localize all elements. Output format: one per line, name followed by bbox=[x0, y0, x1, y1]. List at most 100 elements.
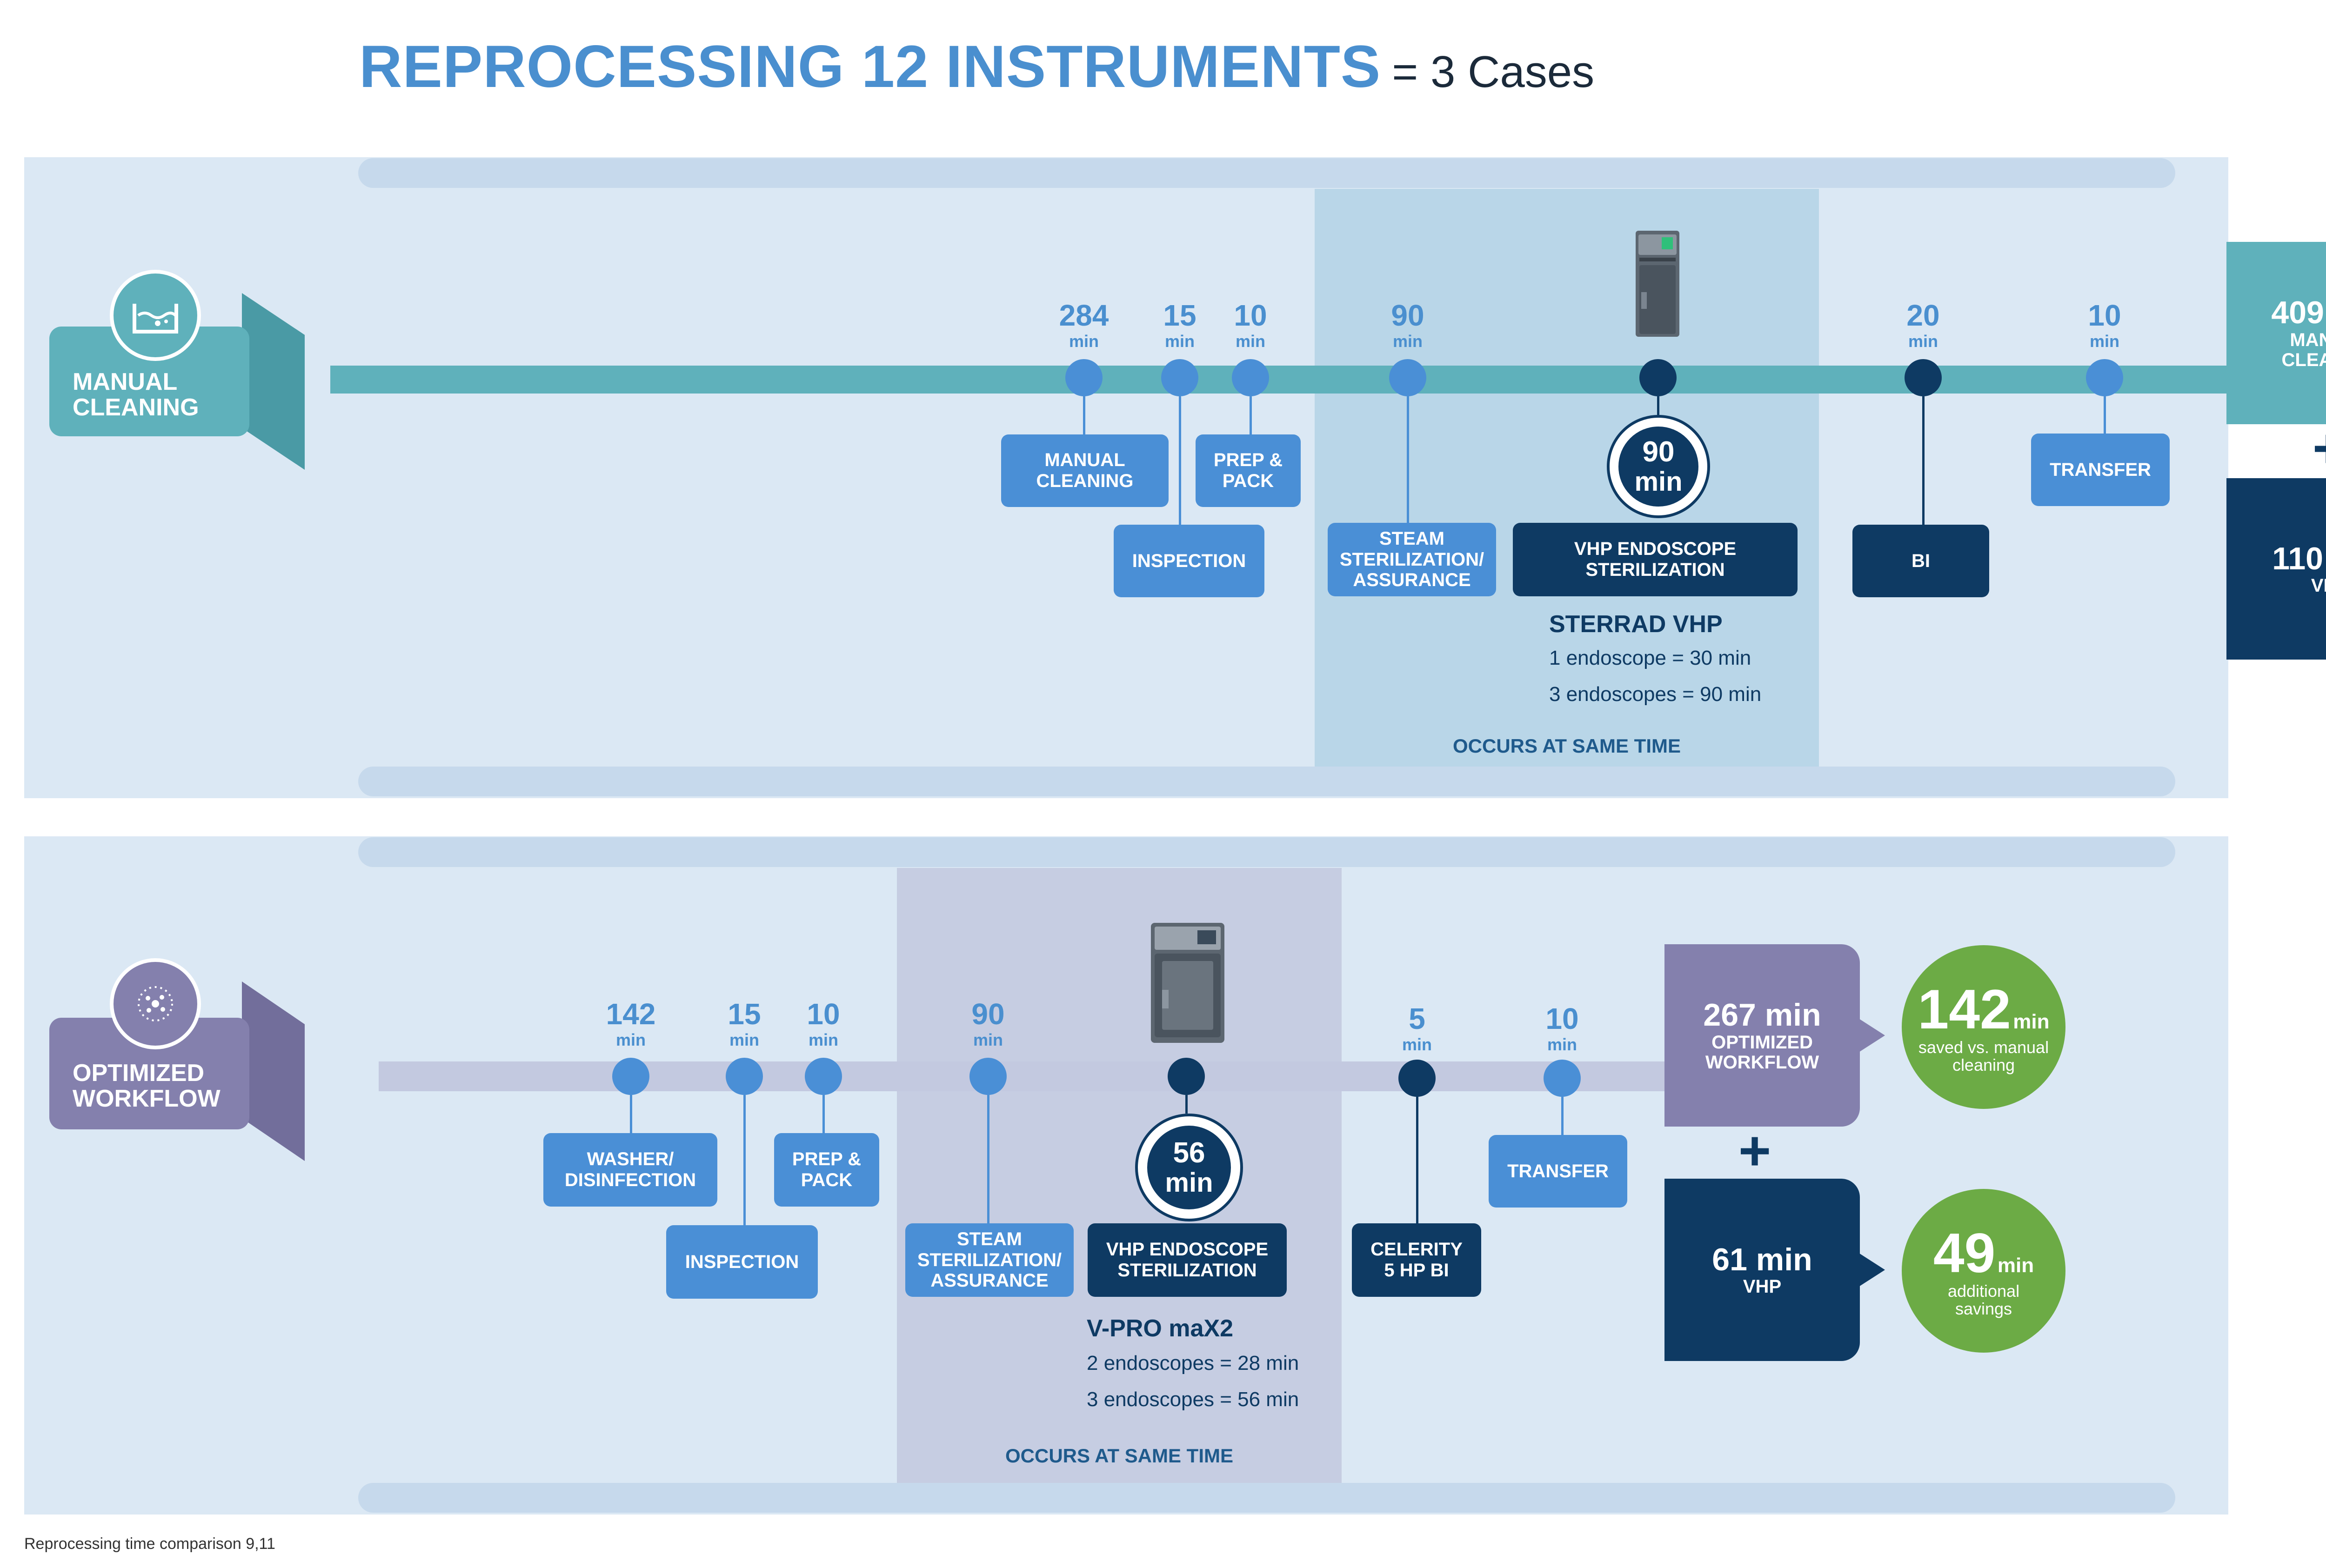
savings-vs-manual-value: 142 bbox=[1918, 978, 2011, 1041]
manual-step-3-dot bbox=[1232, 359, 1269, 396]
manual-step-5-box: VHP ENDOSCOPE STERILIZATION bbox=[1513, 523, 1798, 596]
optimized-vhp-ring-value: 56 bbox=[1173, 1136, 1205, 1169]
manual-side-label: MANUAL CLEANING bbox=[73, 368, 199, 421]
optimized-step-2-connector bbox=[743, 1095, 746, 1227]
optimized-step-6-dot bbox=[1398, 1060, 1436, 1097]
manual-step-4-box: STEAM STERILIZATION/ ASSURANCE bbox=[1328, 523, 1496, 596]
optimized-summary-total-label: OPTIMIZED WORKFLOW bbox=[1705, 1032, 1819, 1073]
optimized-step-6-box: CELERITY 5 HP BI bbox=[1352, 1223, 1481, 1297]
manual-step-5-connector bbox=[1657, 396, 1659, 415]
manual-step-2-box: INSPECTION bbox=[1114, 525, 1264, 597]
optimized-step-4-dot bbox=[969, 1058, 1007, 1095]
manual-device-name: STERRAD VHP bbox=[1549, 611, 1723, 638]
optimized-side-label: OPTIMIZED WORKFLOW bbox=[73, 1060, 221, 1112]
manual-track bbox=[330, 366, 2228, 394]
manual-step-3-box: PREP & PACK bbox=[1196, 434, 1301, 507]
manual-step-6-box: BI bbox=[1852, 525, 1989, 597]
manual-step-4-dot bbox=[1389, 359, 1426, 396]
optimized-summary-vhp: 61 min VHP bbox=[1664, 1179, 1860, 1361]
optimized-device-line-2: 3 endoscopes = 56 min bbox=[1087, 1388, 1299, 1411]
optimized-vhp-pointer bbox=[1859, 1253, 1885, 1287]
manual-vhp-ring-unit: min bbox=[1634, 467, 1683, 497]
optimized-step-7-dot bbox=[1544, 1060, 1581, 1097]
optimized-step-4-connector bbox=[987, 1095, 989, 1225]
manual-vhp-ring-value: 90 bbox=[1642, 436, 1675, 468]
manual-plus-sign: + bbox=[2301, 420, 2326, 476]
optimized-device-name: V-PRO maX2 bbox=[1087, 1315, 1234, 1342]
savings-vs-manual-unit: min bbox=[2013, 1010, 2050, 1034]
savings-vs-manual-label: saved vs. manual cleaning bbox=[1918, 1038, 2049, 1074]
manual-step-4-connector bbox=[1407, 396, 1409, 525]
title-main: REPROCESSING 12 INSTRUMENTS bbox=[359, 33, 1381, 100]
savings-vs-manual-badge: 142 min saved vs. manual cleaning bbox=[1902, 945, 2065, 1109]
manual-bottom-rail bbox=[358, 767, 2175, 796]
additional-savings-label: additional savings bbox=[1947, 1281, 2020, 1318]
optimized-top-rail bbox=[358, 837, 2175, 867]
title-sub: = 3 Cases bbox=[1392, 47, 1595, 97]
optimized-same-time-zone bbox=[897, 868, 1342, 1483]
sparkle-circle-icon bbox=[110, 958, 201, 1049]
optimized-summary-total: 267 min OPTIMIZED WORKFLOW bbox=[1664, 944, 1860, 1127]
optimized-summary-vhp-value: 61 min bbox=[1712, 1241, 1812, 1277]
footnote: Reprocessing time comparison 9,11 bbox=[24, 1535, 275, 1553]
manual-step-5-dot bbox=[1639, 359, 1677, 396]
optimized-megaphone bbox=[49, 981, 305, 1161]
optimized-total-pointer bbox=[1859, 1019, 1885, 1052]
optimized-step-3-connector bbox=[822, 1095, 825, 1135]
additional-savings-value: 49 bbox=[1933, 1222, 1996, 1285]
optimized-step-1-box: WASHER/ DISINFECTION bbox=[543, 1133, 717, 1207]
basin-water-icon bbox=[110, 270, 201, 361]
optimized-step-4-box: STEAM STERILIZATION/ ASSURANCE bbox=[905, 1223, 1074, 1297]
optimized-vhp-ring-unit: min bbox=[1165, 1167, 1213, 1198]
optimized-summary-total-value: 267 min bbox=[1703, 997, 1821, 1033]
additional-savings-badge: 49 min additional savings bbox=[1902, 1189, 2065, 1353]
manual-step-2-dot bbox=[1161, 359, 1198, 396]
manual-step-1-connector bbox=[1083, 396, 1085, 435]
manual-step-1-box: MANUAL CLEANING bbox=[1001, 434, 1169, 507]
optimized-step-7-connector bbox=[1561, 1097, 1564, 1137]
optimized-step-2-dot bbox=[726, 1058, 763, 1095]
optimized-same-time-label: OCCURS AT SAME TIME bbox=[1005, 1445, 1233, 1467]
optimized-bottom-rail bbox=[358, 1483, 2175, 1513]
manual-summary-total-value: 409 min bbox=[2271, 295, 2326, 331]
manual-step-6-dot bbox=[1905, 359, 1942, 396]
optimized-step-3-dot bbox=[805, 1058, 842, 1095]
v-pro-max2-device-image bbox=[1151, 923, 1224, 1043]
optimized-track bbox=[379, 1061, 1677, 1091]
page-title: REPROCESSING 12 INSTRUMENTS= 3 Cases bbox=[359, 33, 1594, 101]
manual-summary-vhp-value: 110 min bbox=[2272, 540, 2326, 576]
manual-step-7-connector bbox=[2104, 396, 2106, 435]
optimized-step-1-connector bbox=[630, 1095, 632, 1135]
optimized-plus-sign: + bbox=[1738, 1120, 1771, 1182]
manual-summary-total: 409 min MANUAL CLEANING bbox=[2226, 242, 2326, 424]
optimized-step-2-box: INSPECTION bbox=[666, 1225, 818, 1299]
manual-same-time-label: OCCURS AT SAME TIME bbox=[1453, 735, 1681, 757]
manual-step-6-connector bbox=[1922, 396, 1925, 527]
manual-step-2-connector bbox=[1179, 396, 1181, 527]
optimized-summary-vhp-label: VHP bbox=[1743, 1276, 1782, 1297]
optimized-step-6-connector bbox=[1416, 1097, 1418, 1225]
manual-same-time-zone bbox=[1315, 189, 1819, 767]
manual-device-line-1: 1 endoscope = 30 min bbox=[1549, 647, 1751, 669]
manual-step-7-box: TRANSFER bbox=[2031, 434, 2170, 506]
optimized-step-1-dot bbox=[612, 1058, 649, 1095]
manual-summary-total-label: MANUAL CLEANING bbox=[2281, 329, 2326, 370]
manual-step-1-dot bbox=[1065, 359, 1103, 396]
manual-summary-vhp: 110 min VHP bbox=[2226, 478, 2326, 660]
manual-top-rail bbox=[358, 158, 2175, 188]
manual-megaphone bbox=[49, 293, 305, 470]
manual-summary-vhp-label: VHP bbox=[2311, 575, 2326, 596]
optimized-device-line-1: 2 endoscopes = 28 min bbox=[1087, 1352, 1299, 1375]
